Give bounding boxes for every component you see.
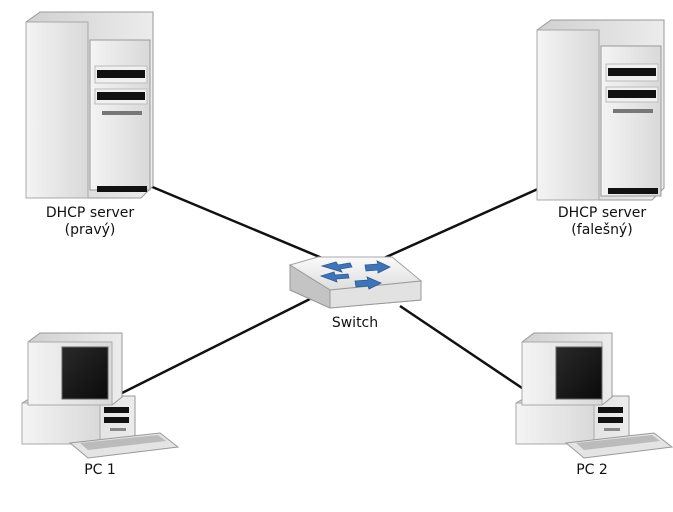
pc2-icon <box>515 332 673 459</box>
switch-label: Switch <box>331 315 379 331</box>
server-left-label-line2: (pravý) <box>64 222 116 238</box>
link-server-right-switch <box>383 186 541 260</box>
link-pc1-switch <box>117 296 313 397</box>
pc1-icon <box>21 332 180 459</box>
server-right-label: DHCP server (falešný) <box>540 205 664 239</box>
link-server-left-switch <box>149 184 323 260</box>
server-right-label-line2: (falešný) <box>571 222 633 238</box>
server-left-label: DHCP server (pravý) <box>28 205 152 239</box>
server-right-icon <box>536 19 665 201</box>
switch-icon <box>288 256 423 309</box>
connection-lines <box>117 184 541 397</box>
server-left-label-line1: DHCP server <box>45 205 135 221</box>
server-right-label-line1: DHCP server <box>557 205 647 221</box>
server-left-icon <box>25 11 154 199</box>
link-pc2-switch <box>399 304 526 392</box>
pc2-label: PC 2 <box>576 462 608 478</box>
pc1-label: PC 1 <box>84 462 116 478</box>
